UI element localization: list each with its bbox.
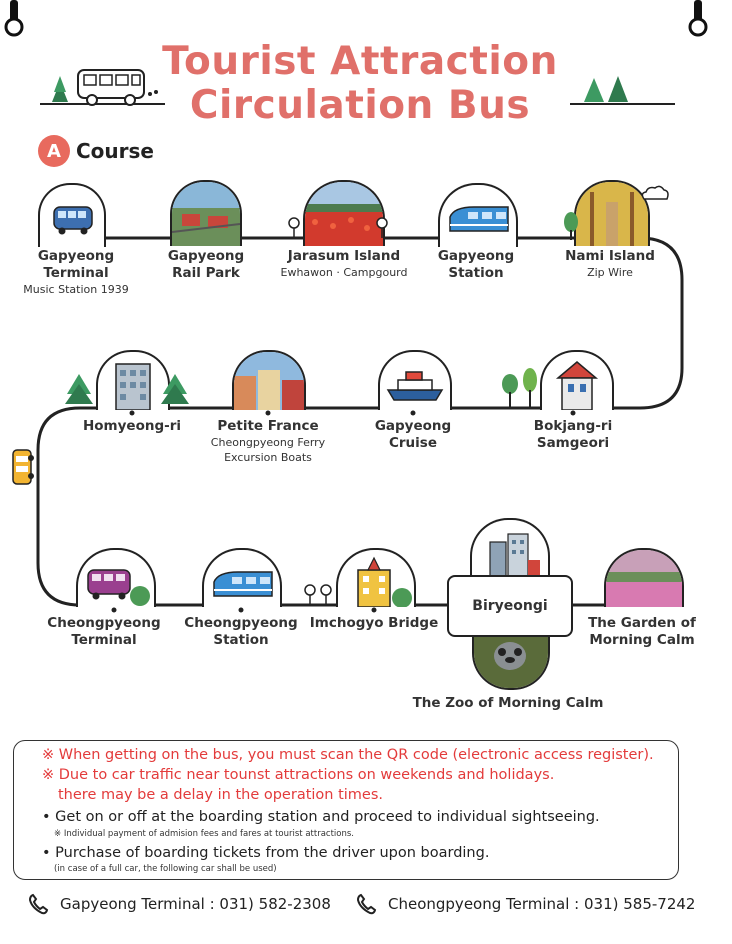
stop-name: Gapyeong	[437, 248, 515, 264]
notice-fees: ※ Individual payment of admision fees an…	[54, 829, 354, 839]
cruise-ship-icon	[378, 350, 452, 410]
stop-nami-island: Nami Island Zip Wire	[565, 248, 655, 280]
stop-name: Morning Calm	[589, 632, 695, 648]
notice-tickets: • Purchase of boarding tickets from the …	[42, 845, 490, 861]
contact-label: Cheongpyeong Terminal : 031) 585-7242	[388, 895, 696, 913]
biryeongi-building-icon	[470, 518, 550, 582]
stop-name: Cruise	[388, 435, 437, 451]
tree-icon	[161, 374, 189, 404]
stop-biryeongi: Biryeongi	[447, 575, 573, 637]
tree-icon	[564, 212, 578, 240]
jarasum-island-photo	[303, 180, 385, 246]
bokjang-ri-house-icon	[540, 350, 614, 410]
stop-name: Station	[213, 632, 269, 648]
stop-name: Jarasum Island	[287, 248, 401, 264]
binder-ring-left-icon	[4, 0, 24, 37]
notice-full-car: (in case of a full car, the following ca…	[54, 864, 277, 874]
notice-sightseeing: • Get on or off at the boarding station …	[42, 809, 600, 825]
stop-bokjang-ri: Bokjang-ri Samgeori	[534, 418, 612, 452]
tree-icon	[502, 368, 537, 408]
stop-name: Petite France	[217, 418, 319, 434]
rail-park-photo	[170, 180, 242, 246]
stop-imchogyo-bridge: Imchogyo Bridge	[310, 615, 438, 632]
nami-island-photo	[574, 180, 650, 246]
tree-icon	[65, 374, 93, 404]
stop-name: Rail Park	[172, 265, 240, 281]
course-label: Course	[76, 139, 154, 163]
stop-name: Samgeori	[536, 435, 610, 451]
stop-name: Cheongpyeong	[184, 615, 298, 631]
flower-icon	[376, 217, 388, 238]
side-bus-icon	[12, 449, 34, 485]
stop-gapyeong-terminal: Gapyeong Terminal Music Station 1939	[23, 248, 128, 297]
notice-traffic: ※ Due to car traffic near tounst attract…	[42, 767, 555, 783]
flower-icon	[288, 217, 300, 238]
stop-zoo-morning-calm: The Zoo of Morning Calm	[413, 695, 604, 712]
phone-icon	[356, 893, 377, 915]
phone-icon	[28, 893, 49, 915]
gapyeong-terminal-image	[38, 183, 106, 247]
stop-cheongpyeong-terminal: Cheongpyeong Terminal	[47, 615, 160, 649]
bus-icon	[40, 69, 165, 106]
stop-gapyeong-cruise: Gapyeong Cruise	[375, 418, 451, 452]
notice-delay: there may be a delay in the operation ti…	[58, 787, 384, 803]
stop-name: Cheongpyeong	[47, 615, 161, 631]
stop-name: Homyeong-ri	[82, 418, 182, 434]
stop-name: Gapyeong	[167, 248, 245, 264]
stop-sub: Music Station 1939	[23, 283, 129, 296]
stop-sub: Excursion Boats	[224, 451, 312, 464]
stop-sub: Zip Wire	[587, 266, 633, 279]
cheongpyeong-station-train-icon	[202, 548, 282, 607]
stop-name: Biryeongi	[472, 597, 548, 614]
stop-name: Station	[448, 265, 504, 281]
stop-petite-france: Petite France Cheongpyeong Ferry Excursi…	[211, 418, 325, 465]
zoo-morning-calm-photo	[472, 630, 550, 690]
contact-gapyeong: Gapyeong Terminal : 031) 582-2308	[28, 893, 331, 915]
stop-name: Terminal	[43, 265, 109, 281]
contact-label: Gapyeong Terminal : 031) 582-2308	[60, 895, 331, 913]
page-title-line1: Tourist Attraction	[162, 39, 558, 84]
contact-cheongpyeong: Cheongpyeong Terminal : 031) 585-7242	[356, 893, 695, 915]
homyeong-ri-building-icon	[96, 350, 170, 410]
stop-name: Nami Island	[565, 248, 655, 264]
stop-gapyeong-station: Gapyeong Station	[438, 248, 514, 282]
cloud-icon	[641, 185, 669, 200]
stop-name: Terminal	[71, 632, 137, 648]
stop-jarasum-island: Jarasum Island Ewhawon · Campgourd	[281, 248, 408, 280]
imchogyo-bridge-icon	[336, 548, 416, 607]
page-title-line2: Circulation Bus	[189, 83, 531, 128]
stop-garden-morning-calm: The Garden of Morning Calm	[588, 615, 696, 649]
stop-name: Gapyeong	[374, 418, 452, 434]
flower-icon	[304, 584, 332, 606]
garden-morning-calm-photo	[604, 548, 684, 607]
course-badge: A	[38, 135, 70, 167]
stop-name: The Garden of	[588, 615, 696, 631]
petite-france-photo	[232, 350, 306, 410]
stop-cheongpyeong-station: Cheongpyeong Station	[184, 615, 297, 649]
course-header: A Course	[38, 135, 154, 167]
cheongpyeong-terminal-bus-icon	[76, 548, 156, 607]
notice-box: ※ When getting on the bus, you must scan…	[13, 740, 679, 880]
stop-name: The Zoo of Morning Calm	[412, 695, 604, 711]
notice-qr: ※ When getting on the bus, you must scan…	[42, 747, 654, 763]
stop-name: Bokjang-ri	[533, 418, 613, 434]
trees-icon	[570, 76, 675, 105]
stop-sub: Cheongpyeong Ferry	[210, 436, 326, 449]
stop-gapyeong-rail-park: Gapyeong Rail Park	[168, 248, 244, 282]
stop-homyeong-ri: Homyeong-ri	[83, 418, 181, 435]
stop-name: Gapyeong	[37, 248, 115, 264]
stop-sub: Ewhawon · Campgourd	[280, 266, 408, 279]
binder-ring-right-icon	[688, 0, 708, 37]
stop-name: Imchogyo Bridge	[309, 615, 439, 631]
gapyeong-station-train-icon	[438, 183, 518, 247]
